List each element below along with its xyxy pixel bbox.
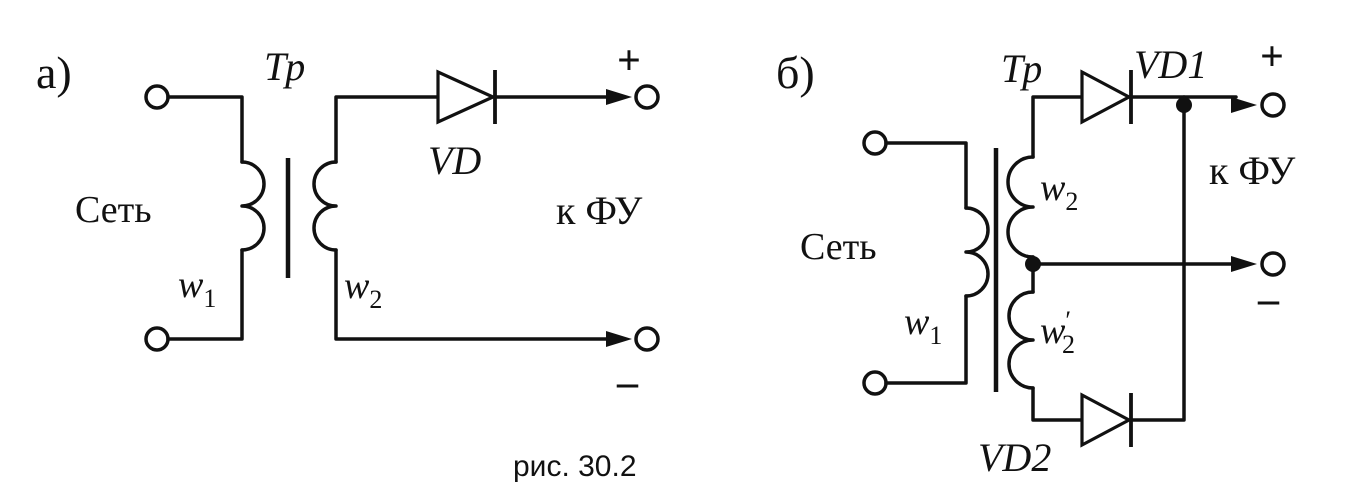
panel-b: б) [776,34,1296,480]
secondary-wire-bottom-b [1031,386,1084,422]
panel-a: а) Тр Сеть w1 w2 VD к ФУ + – [36,38,660,406]
arrow-minus-b [1231,256,1257,272]
arrow-minus [606,331,632,347]
primary-winding-b [964,206,990,298]
diode-vd1 [1080,69,1133,125]
output-terminal-plus [634,84,660,110]
secondary-winding-upper [1006,155,1035,259]
output-terminal-minus [634,326,660,352]
plus-label-a: + [617,38,641,84]
primary-wire-top [166,95,244,164]
source-label-a: Сеть [75,189,152,231]
diode-vd [436,69,497,125]
arrow-plus [606,89,632,105]
primary-winding-label-a: w1 [178,264,216,313]
arrow-plus-b [1231,97,1257,113]
diode-label-vd1: VD1 [1134,42,1207,87]
mains-terminal-bottom-b [862,370,888,396]
transformer-label-b: Тр [1001,46,1042,91]
secondary-wire-top [334,95,440,164]
output-label-b: к ФУ [1209,148,1296,193]
minus-label-b: – [1257,277,1280,323]
center-tap-node [1025,256,1041,272]
cathode-bus [1129,95,1186,422]
primary-wire-bottom-b [884,294,968,385]
panel-a-label: а) [36,47,72,98]
secondary-winding-lower [1007,290,1035,390]
figure-caption: рис. 30.2 [513,450,637,483]
plus-label-b: + [1260,34,1284,80]
minus-label-a: – [616,360,639,406]
mains-terminal-top-b [862,130,888,156]
mains-terminal-bottom [144,326,170,352]
panel-b-label: б) [776,47,815,98]
secondary-wire-bottom [334,248,614,341]
primary-wire-bottom [166,248,244,341]
output-terminal-plus-b [1260,92,1286,118]
primary-winding [240,160,266,252]
secondary-wire-top-b [1031,95,1084,159]
primary-wire-top-b [884,141,968,210]
secondary-winding [312,160,338,252]
diode-label-vd: VD [428,138,481,183]
transformer-label-a: Тр [264,44,305,89]
source-label-b: Сеть [800,226,877,268]
output-terminal-minus-b [1260,251,1286,277]
primary-winding-label-b: w1 [904,301,942,350]
secondary-winding-label-a: w2 [344,265,382,314]
mains-terminal-top [144,84,170,110]
secondary-upper-label: w2 [1040,167,1078,216]
output-label-a: к ФУ [556,188,643,233]
secondary-lower-label: w′2 [1040,306,1075,359]
diode-vd2 [1080,392,1133,448]
cathode-node [1176,97,1192,113]
diode-label-vd2: VD2 [978,435,1051,480]
